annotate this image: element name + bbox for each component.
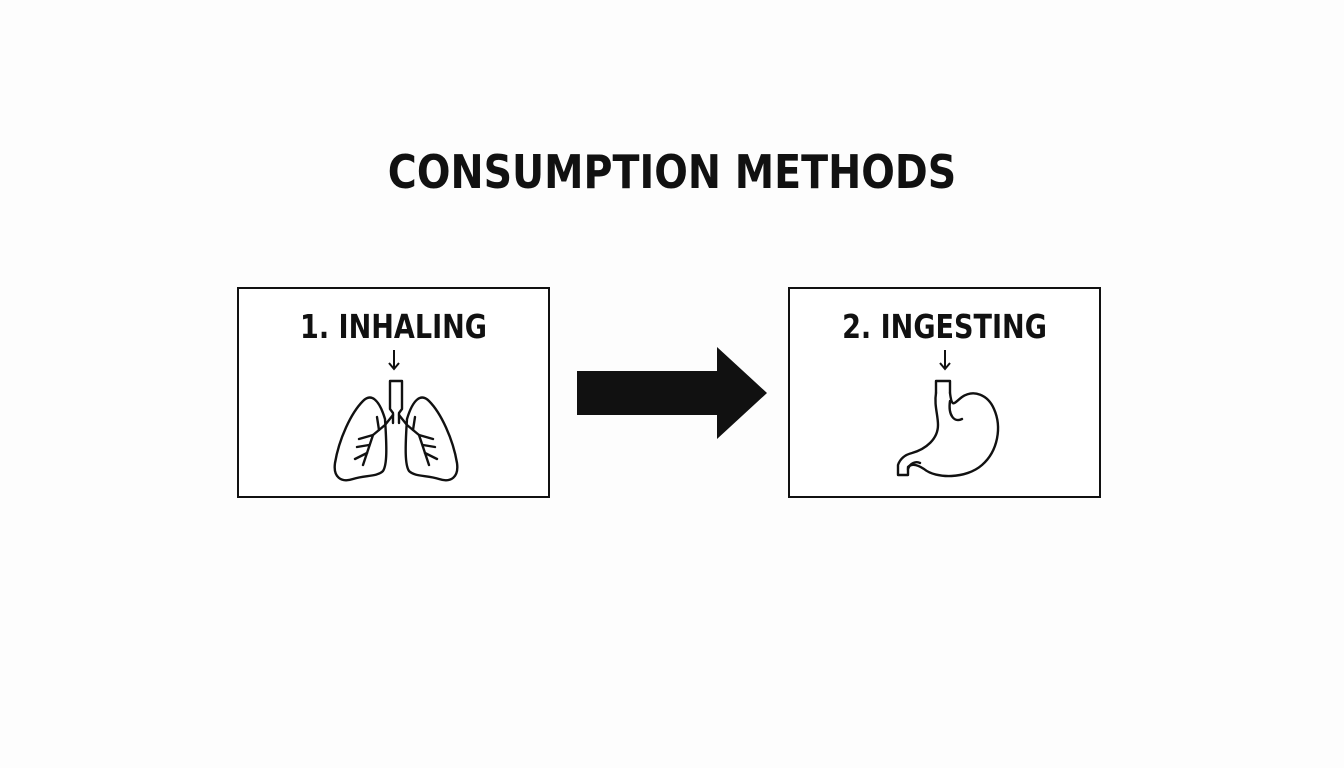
diagram-title: CONSUMPTION METHODS <box>387 145 957 199</box>
step-label-inhaling: 1. INHALING <box>299 307 488 346</box>
step-box-inhaling: 1. INHALING <box>237 287 550 498</box>
step-label-ingesting: 2. INGESTING <box>842 307 1047 346</box>
step-box-ingesting: 2. INGESTING <box>788 287 1101 498</box>
down-arrow-icon <box>387 350 400 371</box>
lungs-icon <box>333 379 459 482</box>
right-arrow-icon <box>577 347 767 439</box>
down-arrow-icon <box>938 350 951 371</box>
stomach-icon <box>896 379 1000 478</box>
